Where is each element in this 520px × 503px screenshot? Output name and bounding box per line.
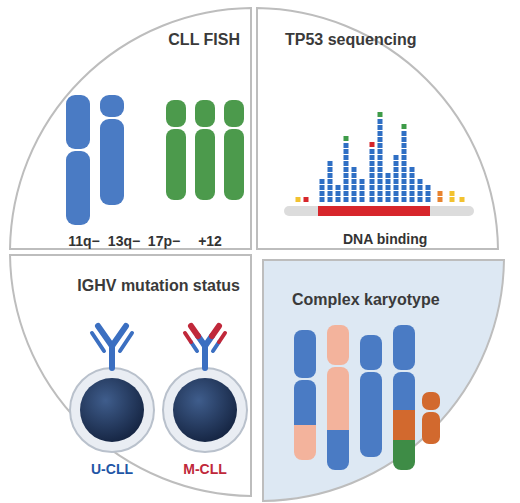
quadrant-title: TP53 sequencing: [285, 30, 475, 50]
wedge-shape: [10, 8, 251, 249]
wedge-shape: [10, 255, 251, 496]
quadrant-title: CLL FISH: [80, 30, 240, 50]
figure-label: DNA binding: [343, 230, 413, 248]
figure-label: +12: [175, 232, 245, 250]
wedge-shape: [263, 260, 504, 501]
figure-label: U-CLL: [77, 460, 147, 478]
figure-label: 17p−: [129, 232, 199, 250]
figure-label: M-CLL: [170, 460, 240, 478]
quadrant-wedge: CLL FISH: [10, 8, 251, 249]
quadrant-title: Complex karyotype: [292, 290, 482, 310]
quadrant-title: IGHV mutation status: [30, 276, 240, 296]
wedge-shape: [257, 8, 498, 249]
quadrant-wedge: Complex karyotype: [263, 260, 504, 501]
quadrant-wedge: TP53 sequencing: [257, 8, 498, 249]
quadrant-wedge: IGHV mutation status: [10, 255, 251, 496]
